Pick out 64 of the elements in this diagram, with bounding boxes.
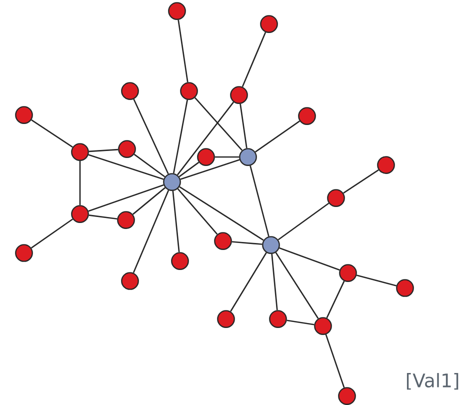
graph-node [269, 310, 287, 328]
graph-node [396, 279, 414, 297]
edge-line [133, 98, 169, 174]
graph-node [197, 148, 215, 166]
edge-line [88, 154, 164, 180]
graph-node [15, 106, 33, 124]
edge-line [214, 156, 240, 158]
graph-node [15, 244, 33, 262]
edge-line [88, 184, 164, 212]
hub-node [239, 148, 257, 166]
edge-line [31, 119, 73, 148]
edge-line [88, 214, 118, 220]
graph-node [121, 272, 139, 290]
graph-node [168, 2, 186, 20]
edge-line [326, 280, 345, 318]
graph-node [327, 189, 345, 207]
edge-line [132, 187, 166, 215]
edge-line [132, 190, 170, 274]
hub-node [163, 173, 181, 191]
graph-node [298, 107, 316, 125]
graph-node [171, 252, 189, 270]
edge-line [178, 20, 188, 82]
edge-line [356, 274, 397, 286]
graph-node [338, 387, 356, 405]
edge-line [177, 188, 218, 235]
graph-node [71, 205, 89, 223]
edge-line [279, 247, 340, 271]
graph-node [339, 264, 357, 282]
graph-node [71, 143, 89, 161]
edge-line [179, 186, 264, 241]
edge-line [180, 159, 240, 180]
edge-line [30, 218, 74, 248]
reference-label: [Val1] [406, 373, 458, 390]
edge-line [343, 169, 379, 194]
edge-line [194, 97, 243, 151]
graph-node [230, 86, 248, 104]
edge-line [172, 100, 188, 174]
graph-node [118, 140, 136, 158]
edge-line [278, 202, 330, 240]
graph-node [121, 82, 139, 100]
edge-line [271, 254, 278, 310]
hub-node [262, 236, 280, 254]
edge-line [176, 102, 234, 176]
edge-line [232, 241, 262, 245]
edge-line [250, 165, 270, 237]
edge-line [286, 320, 314, 326]
edge-line [134, 154, 166, 178]
graph-node [217, 310, 235, 328]
edge-line [79, 160, 81, 206]
edge-line [254, 120, 300, 152]
edge-line [178, 162, 200, 178]
graph-node [377, 156, 395, 174]
graph-node [260, 15, 278, 33]
edge-line [88, 148, 118, 152]
graph-node [117, 211, 135, 229]
graph-node [214, 232, 232, 250]
graph-node [314, 317, 332, 335]
edge-line [275, 252, 319, 319]
graph-node [180, 82, 198, 100]
edge-line [172, 190, 180, 252]
edge-line [325, 334, 345, 388]
edge-line [230, 252, 267, 312]
edge-line [242, 32, 266, 88]
edge-line [240, 104, 248, 148]
